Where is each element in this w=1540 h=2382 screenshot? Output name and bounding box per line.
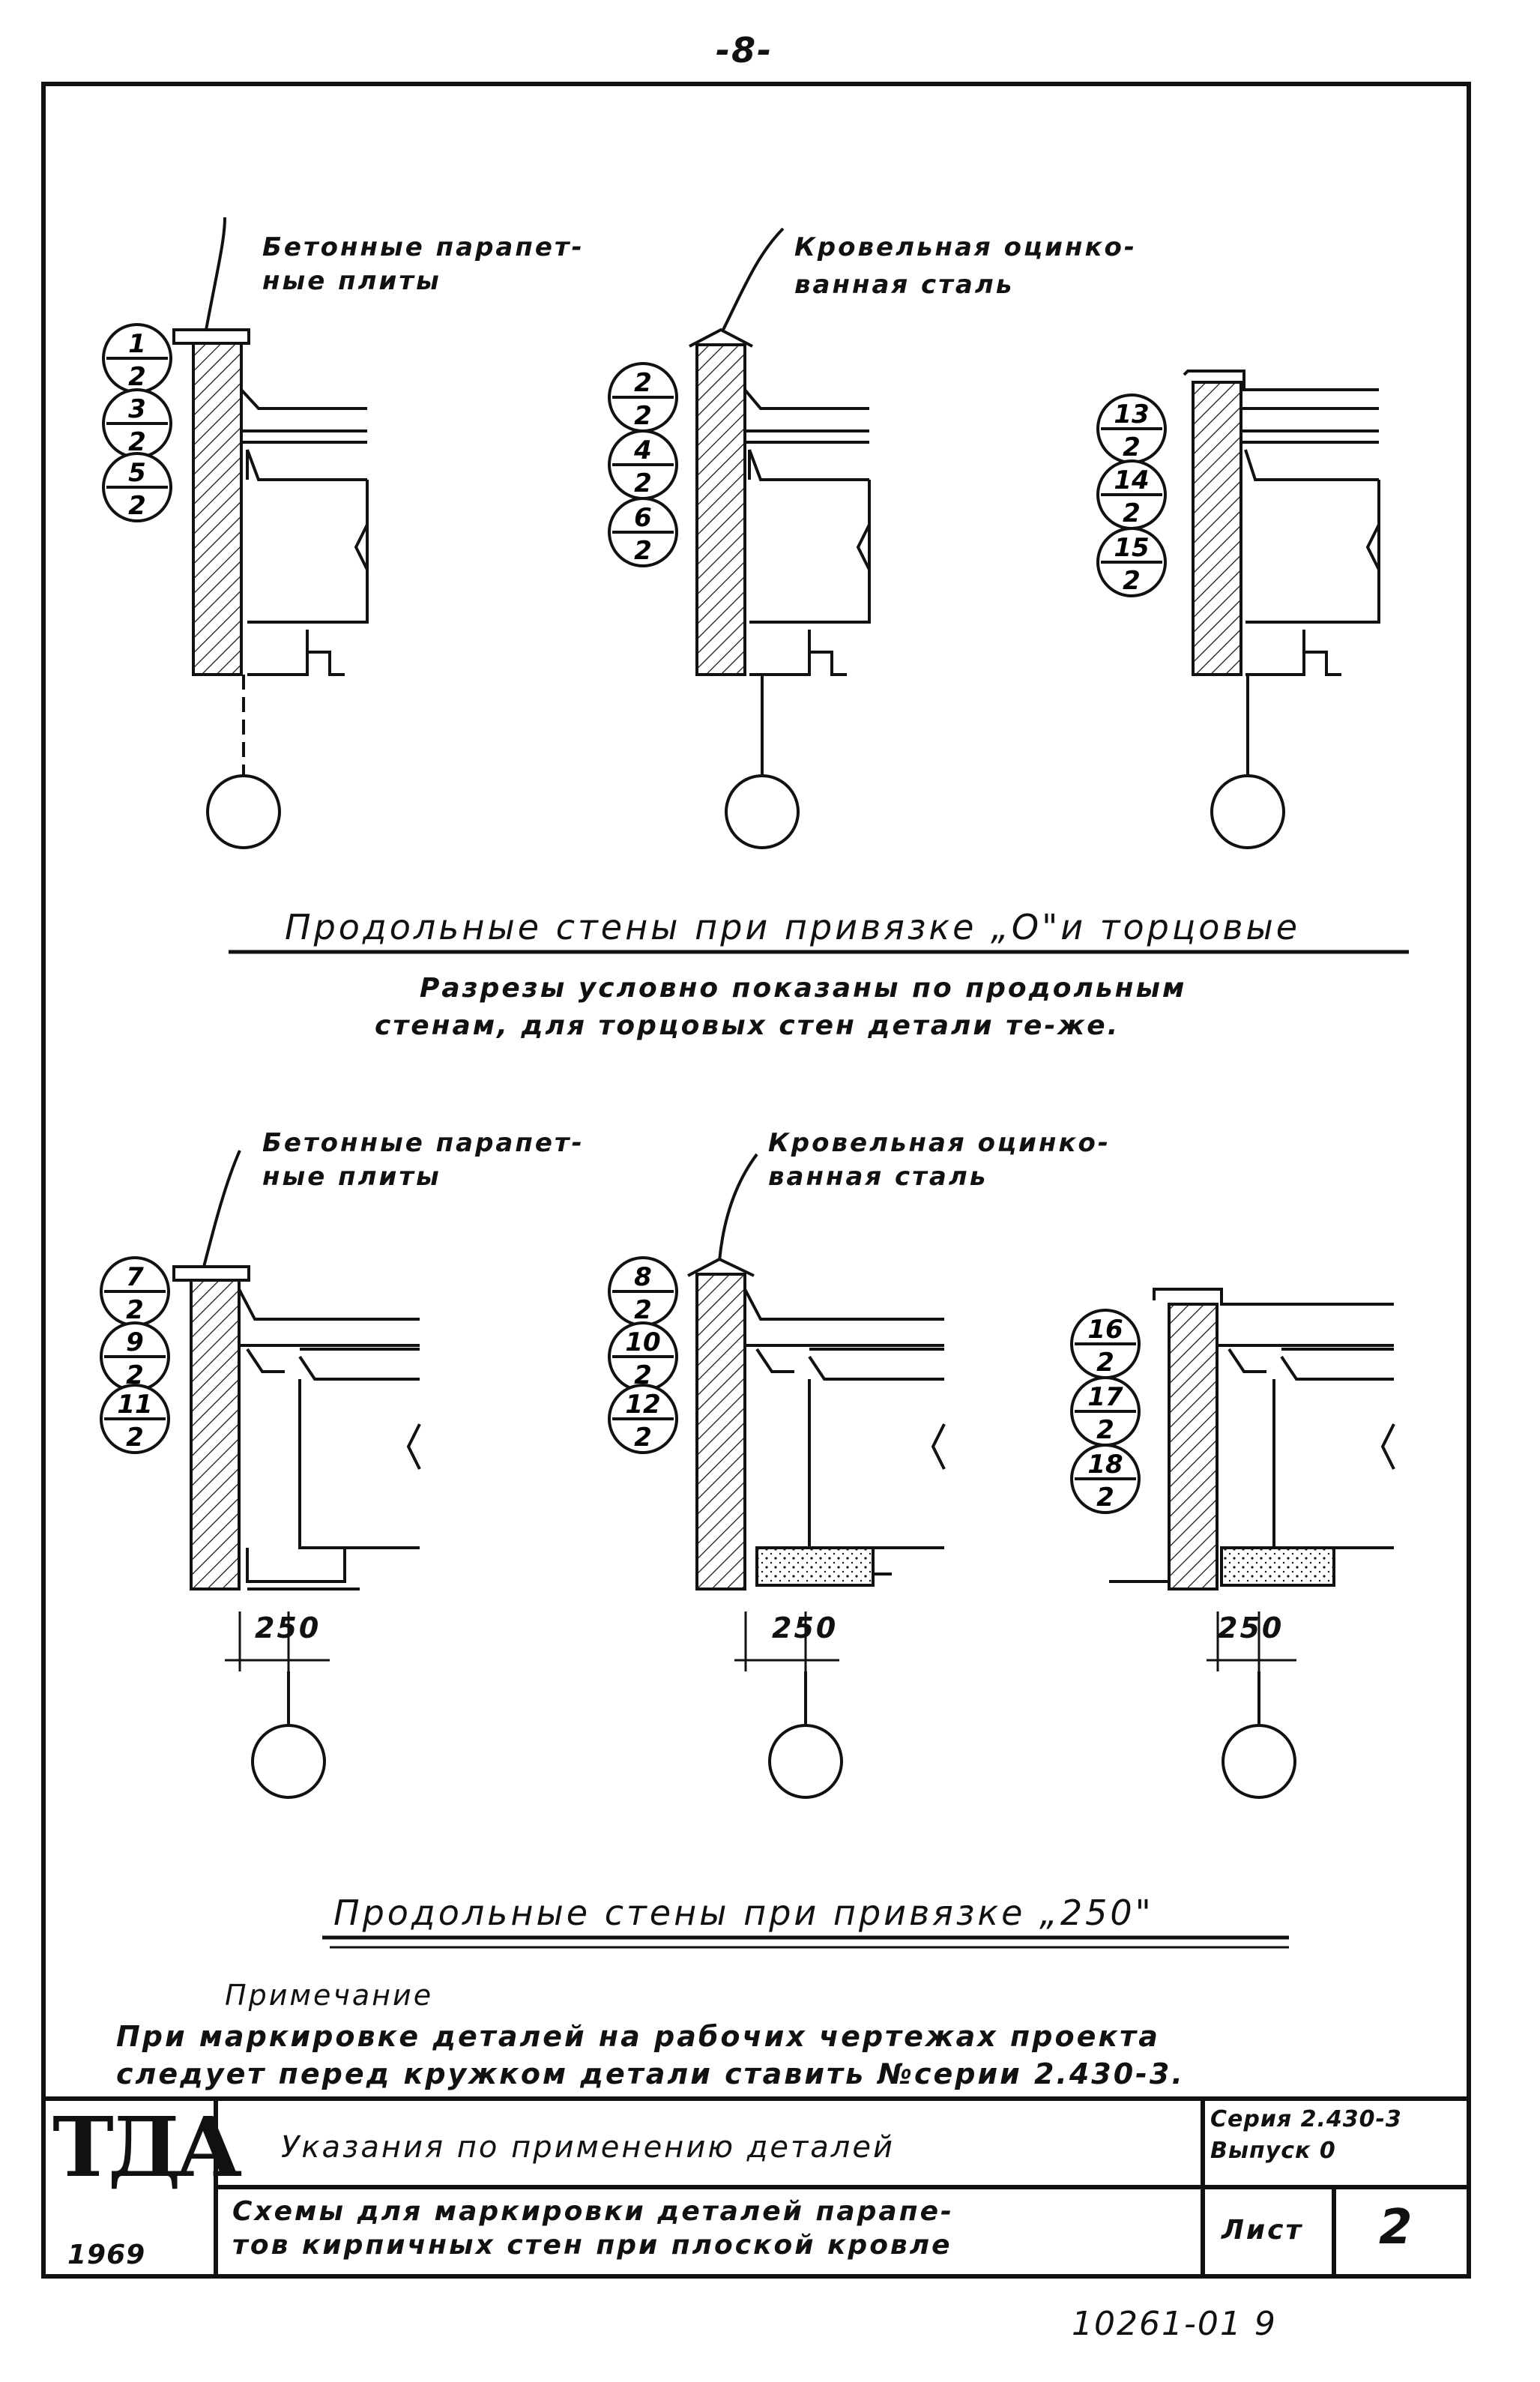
callout-bottom-left-line1: Бетонные парапет- (262, 1128, 585, 1158)
detail-mark-number: 9 (126, 1327, 144, 1357)
detail-top-3 (1183, 370, 1380, 676)
leader-top-right (722, 227, 785, 331)
detail-mark-number: 16 (1087, 1315, 1123, 1345)
note-title: Примечание (225, 1979, 434, 2012)
detail-mark: 42 (608, 429, 678, 500)
sheet-frame (41, 82, 1471, 2279)
detail-mark-sheet: 2 (126, 1295, 144, 1325)
detail-mark-number: 11 (117, 1390, 152, 1420)
detail-mark-sheet: 2 (128, 362, 146, 392)
sheet-number: 2 (1379, 2200, 1415, 2255)
note-line2: следует перед кружком детали ставить №се… (116, 2057, 1185, 2090)
detail-mark-sheet: 2 (126, 1423, 144, 1453)
detail-mark-number: 6 (634, 503, 652, 533)
detail-mark: 142 (1096, 459, 1167, 530)
detail-mark-number: 17 (1087, 1382, 1123, 1412)
detail-mark-number: 3 (128, 394, 146, 424)
axis-markers-bottom (251, 1671, 1296, 1799)
year: 1969 (67, 2240, 146, 2270)
detail-mark-sheet: 2 (634, 536, 652, 566)
dimension-1: 250 (255, 1611, 321, 1644)
callout-bottom-right-line2: ванная сталь (768, 1162, 988, 1192)
leader-bottom-right (718, 1153, 758, 1261)
detail-mark: 112 (100, 1384, 170, 1454)
detail-mark: 122 (608, 1384, 678, 1454)
detail-bottom-3 (1109, 1288, 1395, 1590)
note-line1: При маркировке деталей на рабочих чертеж… (116, 2020, 1160, 2053)
series: Серия 2.430-3 (1210, 2106, 1402, 2132)
archive-number: 10261-01 9 (1072, 2305, 1277, 2343)
detail-mark-sheet: 2 (1123, 432, 1141, 462)
leader-bottom-left (202, 1150, 241, 1267)
sheet-label: Лист (1222, 2215, 1304, 2246)
detail-mark: 132 (1096, 394, 1167, 464)
detail-mark: 162 (1070, 1309, 1141, 1379)
detail-mark-sheet: 2 (1123, 498, 1141, 528)
callout-top-right-line1: Кровельная оцинко- (794, 232, 1137, 262)
detail-mark-sheet: 2 (634, 1423, 652, 1453)
callout-bottom-left-line2: ные плиты (262, 1162, 441, 1192)
logo: ТДА (52, 2099, 242, 2195)
bottom-heading: Продольные стены при привязке „250" (333, 1893, 1154, 1933)
detail-mark-sheet: 2 (128, 491, 146, 521)
axis-markers-top (206, 675, 1285, 849)
callout-bottom-right-line1: Кровельная оцинко- (768, 1128, 1111, 1158)
callout-top-left-line1: Бетонные парапет- (262, 232, 585, 262)
top-heading: Продольные стены при привязке „О"и торцо… (285, 907, 1301, 947)
detail-mark: 172 (1070, 1376, 1141, 1447)
dimension-2: 250 (772, 1611, 839, 1644)
detail-mark-sheet: 2 (126, 1360, 144, 1390)
detail-mark-sheet: 2 (1096, 1348, 1114, 1378)
detail-mark-number: 2 (634, 368, 652, 398)
detail-mark-sheet: 2 (1096, 1415, 1114, 1445)
page-number: -8- (716, 30, 773, 70)
detail-mark-number: 5 (128, 458, 146, 488)
title-block-grid (43, 2096, 1469, 2276)
detail-mark-number: 15 (1114, 533, 1149, 563)
detail-mark-sheet: 2 (634, 1295, 652, 1325)
detail-mark-number: 13 (1114, 399, 1149, 429)
detail-mark-number: 10 (625, 1327, 660, 1357)
detail-mark: 182 (1070, 1444, 1141, 1514)
callout-top-right-line2: ванная сталь (794, 270, 1015, 300)
detail-mark-number: 1 (128, 329, 146, 359)
detail-mark-number: 14 (1114, 465, 1149, 495)
detail-mark: 62 (608, 497, 678, 567)
detail-mark-sheet: 2 (634, 401, 652, 431)
detail-mark: 72 (100, 1256, 170, 1327)
detail-mark-number: 4 (633, 435, 652, 465)
detail-bottom-1 (172, 1265, 421, 1590)
leader-top-left (205, 217, 226, 331)
detail-mark: 82 (608, 1256, 678, 1327)
detail-bottom-2 (687, 1257, 946, 1590)
detail-mark: 22 (608, 362, 678, 432)
detail-top-1 (172, 328, 369, 676)
dimension-3: 250 (1218, 1611, 1284, 1644)
subtitle-line2: тов кирпичных стен при плоской кровле (232, 2230, 952, 2261)
callout-top-left-line2: ные плиты (262, 266, 441, 296)
detail-mark: 152 (1096, 527, 1167, 597)
detail-mark: 32 (102, 388, 172, 459)
dimension-lines (225, 1611, 1296, 1671)
detail-mark-sheet: 2 (634, 1360, 652, 1390)
detail-mark: 92 (100, 1321, 170, 1392)
detail-mark-number: 12 (625, 1390, 660, 1420)
detail-mark-sheet: 2 (634, 468, 652, 498)
detail-mark-sheet: 2 (1123, 566, 1141, 596)
detail-mark-sheet: 2 (1096, 1483, 1114, 1513)
top-note-line2: стенам, для торцовых стен детали те-же. (375, 1010, 1120, 1041)
main-title: Указания по применению деталей (281, 2130, 895, 2165)
detail-mark-number: 8 (634, 1262, 652, 1292)
detail-mark-sheet: 2 (128, 427, 146, 457)
detail-mark-number: 7 (126, 1262, 144, 1292)
detail-mark-number: 18 (1087, 1450, 1123, 1480)
top-note-line1: Разрезы условно показаны по продольным (420, 973, 1187, 1004)
detail-top-2 (689, 328, 871, 676)
detail-mark: 12 (102, 323, 172, 394)
detail-mark: 102 (608, 1321, 678, 1392)
issue: Выпуск 0 (1210, 2138, 1336, 2164)
subtitle-line1: Схемы для маркировки деталей парапе- (232, 2196, 954, 2227)
detail-mark: 52 (102, 452, 172, 522)
